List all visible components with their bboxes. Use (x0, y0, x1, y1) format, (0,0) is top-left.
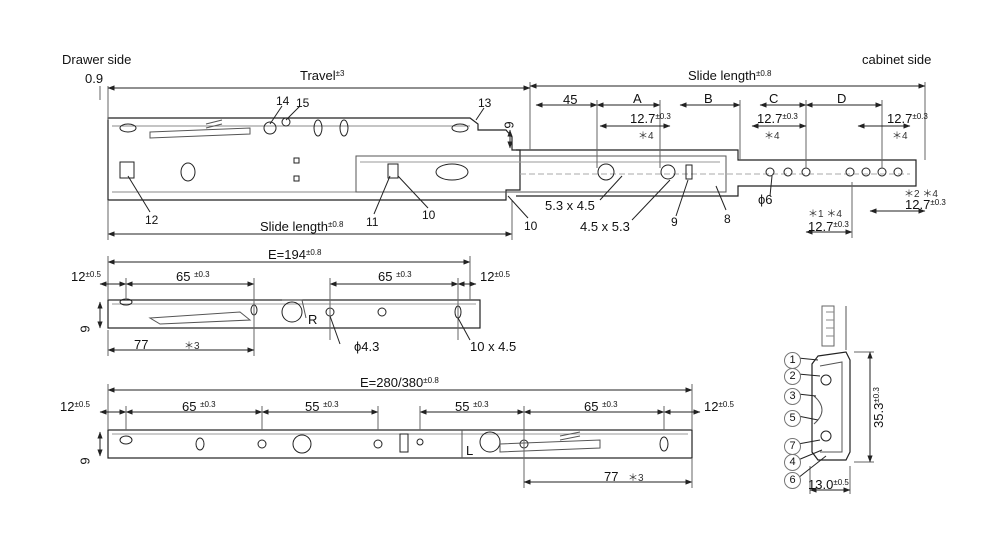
note-star1-4: ＊1 ＊4 (808, 209, 842, 220)
callout-13: 13 (478, 96, 492, 110)
note-star4-c: ＊4 (892, 131, 908, 142)
cabinet-e-dim: E=280/380±0.8 (360, 375, 439, 390)
drawer-member-view (97, 256, 481, 356)
drawer-e-dim: E=194±0.8 (268, 247, 322, 262)
cabinet-pitch-4: 65 ±0.3 (584, 399, 618, 414)
drawer-hole-dia: ϕ4.3 (354, 339, 380, 354)
callout-15: 15 (296, 96, 310, 110)
offset-dim: 0.9 (85, 71, 104, 86)
callout-10-a: 10 (422, 208, 436, 222)
drawer-edge-right: 12±0.5 (480, 269, 510, 284)
cabinet-height-dim: 9 (77, 457, 93, 465)
callout-11: 11 (366, 215, 379, 229)
section-callout-3: 3 (784, 388, 801, 405)
callout-10-b: 10 (524, 219, 538, 233)
section-callout-1: 1 (784, 352, 801, 369)
callout-9: 9 (671, 215, 678, 229)
pitch-dim-3: 12.7±0.3 (887, 111, 928, 126)
pitch-dim-4: 12.7±0.3 (905, 197, 946, 212)
dim-45: 45 (563, 92, 578, 107)
hole-dia-6: ϕ6 (758, 192, 773, 207)
callout-8: 8 (724, 212, 731, 226)
slide-top-view (99, 82, 926, 240)
section-width-dim: 13.0±0.5 (808, 477, 849, 492)
drawer-side-mark: R (308, 312, 318, 327)
note-star4-b: ＊4 (764, 131, 780, 142)
slot-dim-1: 5.3 x 4.5 (545, 198, 595, 213)
drawer-side-label: Drawer side (62, 52, 132, 67)
cabinet-member-view (97, 384, 701, 488)
section-height-dim: 35.3±0.3 (871, 387, 886, 428)
drawer-slot-dim: 10 x 4.5 (470, 339, 517, 354)
cabinet-edge-left: 12±0.5 (60, 399, 90, 414)
cabinet-side-label: cabinet side (862, 52, 932, 67)
cabinet-note-star3: ＊3 (628, 473, 644, 484)
pitch-dim-1: 12.7±0.3 (630, 111, 671, 126)
zone-d-label: D (837, 91, 847, 106)
slide-length-bottom-dim: Slide length±0.8 (260, 219, 344, 234)
cabinet-pitch-3: 55 ±0.3 (455, 399, 489, 414)
cabinet-edge-right: 12±0.5 (704, 399, 734, 414)
cross-section-view (797, 305, 874, 494)
zone-c-label: C (769, 91, 779, 106)
section-callout-2: 2 (784, 368, 801, 385)
drawer-edge-left: 12±0.5 (71, 269, 101, 284)
section-callout-5: 5 (784, 410, 801, 427)
zone-a-label: A (633, 91, 642, 106)
drawer-dim-77: 77 (134, 337, 149, 352)
section-callout-4: 4 (784, 454, 801, 471)
slide-length-top-dim: Slide length±0.8 (688, 68, 772, 83)
cabinet-side-mark: L (466, 443, 474, 458)
drawer-pitch-right: 65 ±0.3 (378, 269, 412, 284)
cabinet-pitch-1: 65 ±0.3 (182, 399, 216, 414)
zone-b-label: B (704, 91, 713, 106)
pitch-dim-5: 12.7±0.3 (808, 219, 849, 234)
drawer-pitch-left: 65 ±0.3 (176, 269, 210, 284)
section-callout-6: 6 (784, 472, 801, 489)
cabinet-pitch-2: 55 ±0.3 (305, 399, 339, 414)
callout-14: 14 (276, 94, 290, 108)
top-height-dim: 9 (501, 121, 517, 129)
drawer-height-dim: 9 (77, 325, 93, 333)
section-callout-7: 7 (784, 438, 801, 455)
travel-dim: Travel±3 (300, 68, 345, 83)
cabinet-dim-77: 77 (604, 469, 619, 484)
callout-12: 12 (145, 213, 159, 227)
note-star2-4: ＊2 ＊4 (904, 189, 938, 200)
slot-dim-2: 4.5 x 5.3 (580, 219, 630, 234)
pitch-dim-2: 12.7±0.3 (757, 111, 798, 126)
note-star4-a: ＊4 (638, 131, 654, 142)
drawer-note-star3: ＊3 (184, 341, 200, 352)
